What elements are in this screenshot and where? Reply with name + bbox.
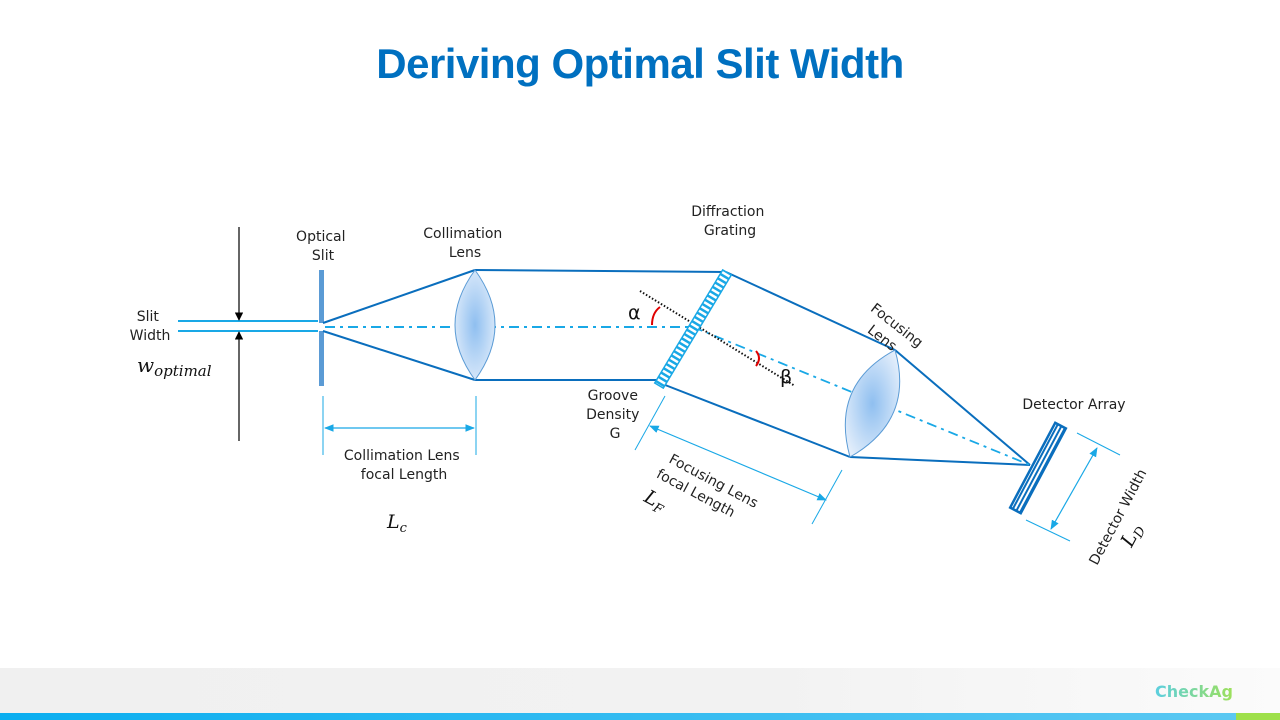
detector-width-arrow	[1050, 447, 1098, 530]
detector-width-label: Detector Width LD	[1086, 467, 1150, 568]
focusing-lens	[844, 349, 901, 458]
diffraction-grating-label: Diffraction Grating	[691, 204, 769, 239]
detector-array-label: Detector Array	[1022, 397, 1125, 413]
optical-slit-upper	[319, 270, 324, 323]
alpha-angle-arc	[651, 306, 661, 326]
alpha-symbol: α	[628, 302, 641, 324]
optical-slit-label: Optical Slit	[296, 229, 350, 264]
beta-symbol: β	[780, 366, 792, 388]
checkag-logo: CheckAg	[1155, 682, 1233, 701]
detector-array	[1008, 421, 1068, 515]
collimation-lens-label: Collimation Lens	[423, 226, 507, 261]
svg-text:Focusing Lens focal Leng: Focusing Lens focal Length	[654, 450, 765, 531]
lc-symbol: Lc	[386, 511, 408, 536]
optical-axis-diffracted	[692, 326, 1031, 466]
lf-symbol: LF	[638, 485, 671, 518]
w-optimal-symbol: woptimal	[137, 353, 212, 380]
slit-width-label: Slit Width	[130, 309, 171, 344]
footer-band	[0, 668, 1280, 713]
collimation-lens	[454, 269, 496, 381]
grating-normal-line	[639, 290, 796, 387]
focusing-focal-ext-left	[634, 395, 666, 451]
collimation-focal-length-label: Collimation Lens focal Length	[344, 448, 464, 483]
beta-angle-arc	[755, 350, 760, 367]
page-title: Deriving Optimal Slit Width	[376, 40, 904, 87]
footer-green-bar	[1236, 713, 1280, 720]
diffraction-grating	[653, 268, 733, 390]
focusing-focal-length-label: Focusing Lens focal Length LF	[638, 450, 765, 531]
svg-text:Detector Width: Detector Width	[1086, 467, 1150, 568]
detector-width-ext-bottom	[1025, 519, 1071, 542]
focusing-focal-ext-right	[811, 469, 843, 525]
footer-blue-bar	[0, 713, 1236, 720]
focusing-focal-arrow	[649, 425, 827, 501]
groove-density-label: Groove Density G	[586, 388, 644, 442]
optical-slit-lower	[319, 331, 324, 386]
detector-width-ext-top	[1076, 432, 1121, 456]
